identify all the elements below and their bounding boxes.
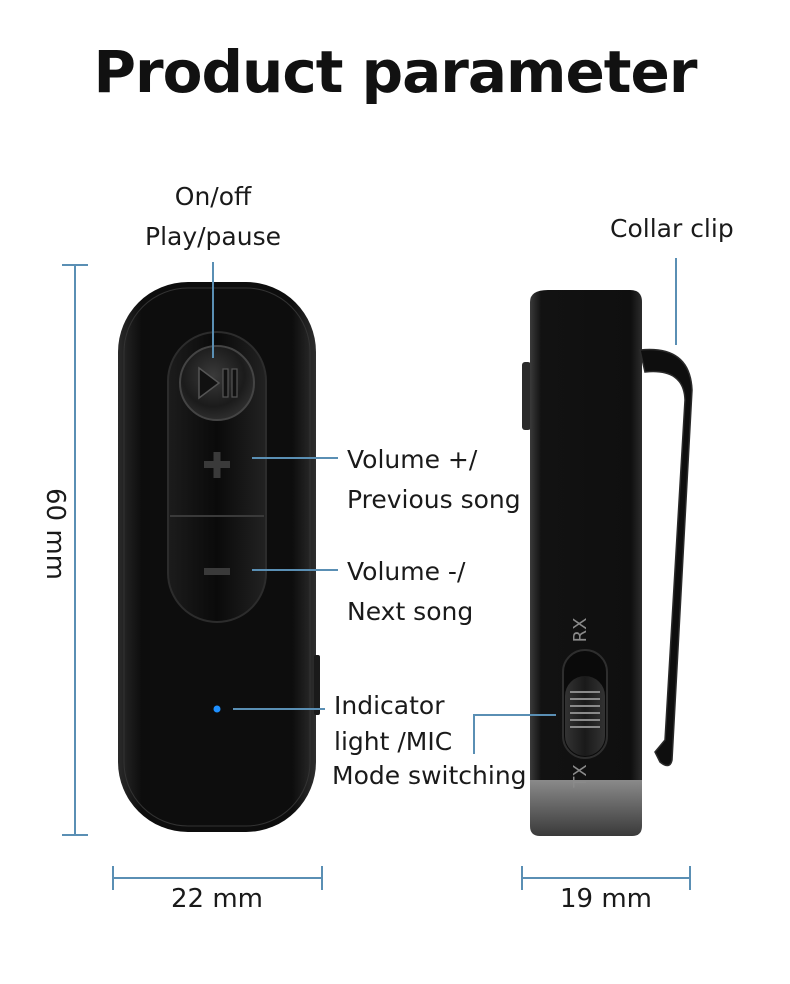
play-pause-icon [198, 366, 238, 400]
indicator-led [213, 705, 221, 713]
leader-lines [212, 258, 677, 754]
tx-label: TX [570, 764, 591, 788]
next-song-label: Next song [347, 597, 474, 626]
collar-clip [639, 348, 693, 767]
on-off-label: On/off [174, 182, 252, 211]
height-dimension-label: 60 mm [40, 487, 70, 580]
width-dimension-label: 22 mm [170, 884, 263, 914]
plus-icon [204, 452, 230, 478]
play-pause-label: Play/pause [145, 222, 281, 251]
height-dimension-line [62, 264, 88, 836]
front-device [118, 282, 320, 832]
previous-song-label: Previous song [347, 485, 521, 514]
width-dimension-line [112, 866, 323, 890]
side-device: RX TX [522, 290, 693, 836]
mode-switching-label: Mode switching [332, 761, 527, 790]
collar-clip-label: Collar clip [610, 214, 734, 243]
rx-label: RX [570, 618, 591, 643]
depth-dimension-line [521, 866, 691, 890]
indicator-label: Indicator [334, 691, 445, 720]
page-title: Product parameter [93, 38, 698, 106]
minus-icon [204, 568, 230, 575]
depth-dimension-label: 19 mm [559, 884, 652, 914]
light-mic-label: light /MIC [334, 727, 453, 756]
volume-plus-label: Volume +/ [347, 445, 478, 474]
mode-switch [565, 676, 605, 756]
volume-minus-label: Volume -/ [347, 557, 466, 586]
